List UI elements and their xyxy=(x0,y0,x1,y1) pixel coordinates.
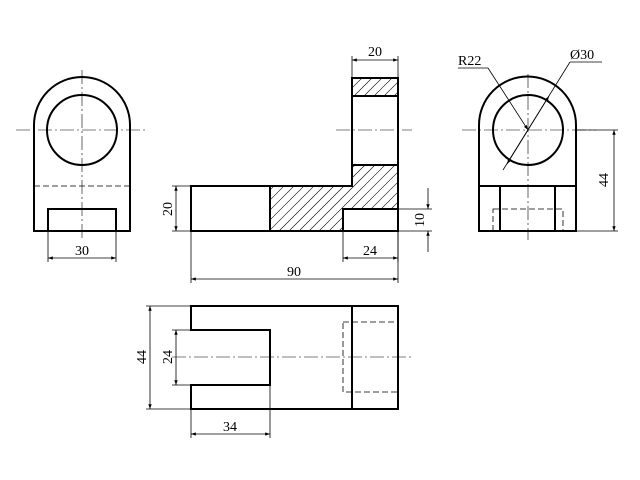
front-view: 20 90 24 10 20 xyxy=(161,45,432,283)
dia30-arrow-top xyxy=(527,95,550,131)
dim-10-label: 10 xyxy=(413,213,428,227)
dim-20-left-label: 20 xyxy=(161,202,176,216)
dim-20-top-label: 20 xyxy=(368,45,382,60)
dim-24-plan-label: 24 xyxy=(161,350,176,364)
section-hatching xyxy=(270,165,398,231)
dim-90-label: 90 xyxy=(287,265,301,280)
dim-44-plan-label: 44 xyxy=(135,350,150,364)
dim-30-label: 30 xyxy=(75,244,89,259)
right-view-outline xyxy=(478,75,577,232)
dia30-label: Ø30 xyxy=(570,48,594,63)
r22-label: R22 xyxy=(458,54,481,69)
plan-view-outline xyxy=(190,305,399,410)
r22-leader-line xyxy=(487,67,529,131)
right-side-view: R22 Ø30 44 xyxy=(458,48,618,240)
top-hatching xyxy=(352,78,398,96)
dim-44-right-label: 44 xyxy=(597,173,612,187)
dim-24-label: 24 xyxy=(363,244,377,259)
left-view-outline xyxy=(33,76,131,232)
dia30-arrow-bottom xyxy=(506,129,529,165)
plan-view: 44 24 34 xyxy=(135,305,412,438)
front-view-notch xyxy=(342,208,398,231)
dim-34-label: 34 xyxy=(223,420,237,435)
left-side-view: 30 xyxy=(16,70,148,262)
